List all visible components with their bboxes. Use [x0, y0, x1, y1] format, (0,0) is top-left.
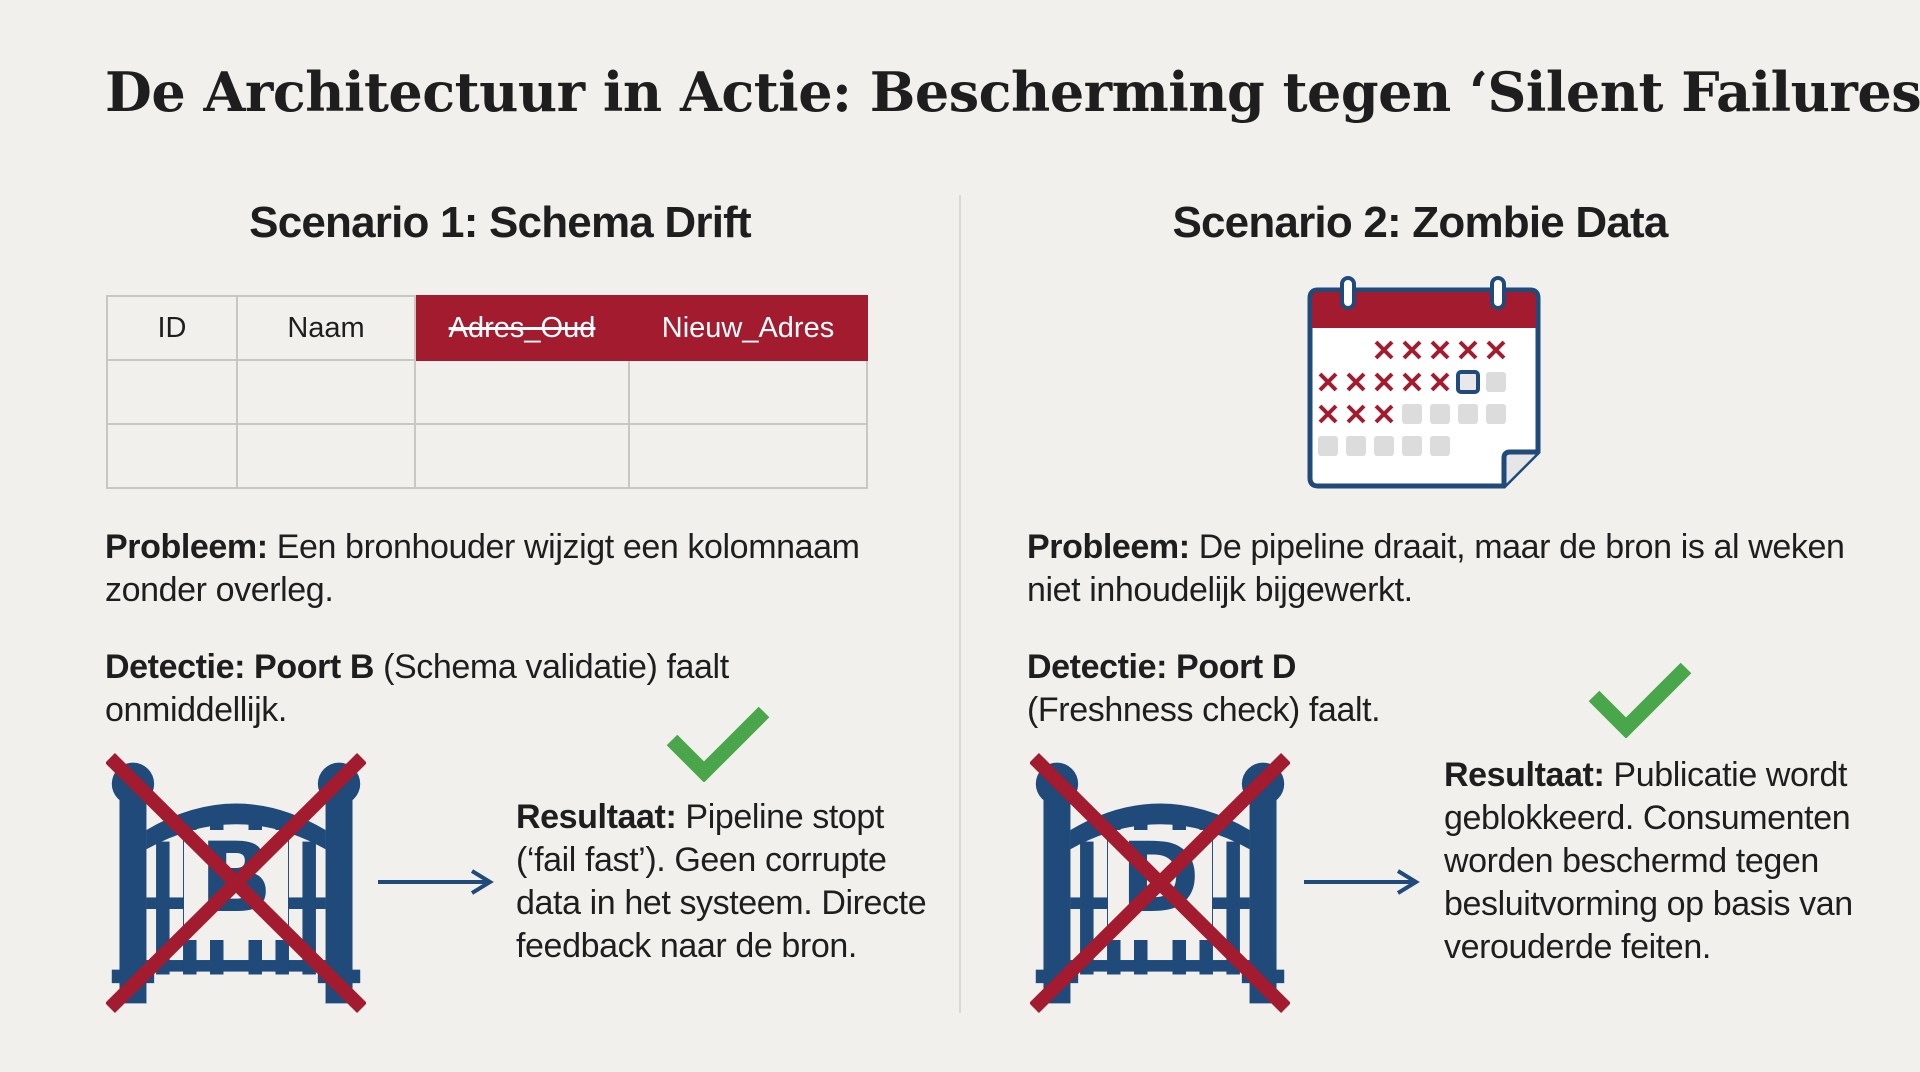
schema-table: ID Naam Adres_Oud Nieuw_Adres — [106, 295, 868, 489]
scenario2-problem-text: De pipeline draait, maar de bron is al w… — [1027, 528, 1845, 609]
arrow-right-icon — [1304, 869, 1420, 895]
table-cell — [236, 359, 416, 425]
column-header-naam: Naam — [236, 295, 416, 361]
calendar-day — [1402, 436, 1422, 456]
table-cell — [628, 423, 868, 489]
column-header-id: ID — [106, 295, 238, 361]
calendar-day — [1486, 404, 1506, 424]
calendar-day — [1318, 436, 1338, 456]
calendar-crossed-day — [1318, 372, 1338, 392]
scenario2-title: Scenario 2: Zombie Data — [1172, 198, 1668, 247]
scenario2-problem: Probleem: De pipeline draait, maar de br… — [1027, 526, 1847, 612]
table-cell — [106, 359, 238, 425]
scenario2-detection-label: Detectie: Poort D — [1027, 648, 1297, 686]
scenario2-result-label: Resultaat: — [1444, 756, 1605, 794]
calendar-crossed-day — [1486, 340, 1506, 360]
checkmark-icon — [1588, 662, 1692, 738]
gate-icon: D — [1030, 752, 1290, 1014]
gate-icon: B — [106, 752, 366, 1014]
calendar-day — [1374, 436, 1394, 456]
calendar-crossed-day — [1374, 372, 1394, 392]
page-title: De Architectuur in Actie: Bescherming te… — [105, 60, 1920, 124]
cross-icon — [106, 753, 366, 1013]
scenario2-problem-label: Probleem: — [1027, 528, 1190, 566]
column-header-adres-oud-label: Adres_Oud — [448, 311, 596, 344]
calendar-crossed-day — [1402, 340, 1422, 360]
scenario1-result-label: Resultaat: — [516, 798, 677, 836]
calendar-day — [1486, 372, 1506, 392]
calendar-crossed-day — [1374, 340, 1394, 360]
scenario1-problem-label: Probleem: — [105, 528, 268, 566]
calendar-day — [1430, 404, 1450, 424]
calendar-current-day — [1456, 370, 1480, 394]
table-cell — [628, 359, 868, 425]
calendar-crossed-day — [1346, 404, 1366, 424]
calendar-day — [1430, 436, 1450, 456]
scenario1-title: Scenario 1: Schema Drift — [249, 198, 751, 247]
calendar-crossed-day — [1346, 372, 1366, 392]
scenario1-detection-label: Detectie: Poort B — [105, 648, 375, 686]
scenario1-problem-text: Een bronhouder wijzigt een kolomnaam zon… — [105, 528, 860, 609]
table-header-row: ID Naam Adres_Oud Nieuw_Adres — [106, 295, 868, 361]
checkmark-icon — [666, 706, 770, 782]
scenario1-result-text: Pipeline stopt (‘fail fast’). Geen corru… — [516, 798, 927, 965]
calendar-crossed-day — [1430, 372, 1450, 392]
calendar-crossed-day — [1374, 404, 1394, 424]
table-cell — [414, 423, 630, 489]
scenario1-problem: Probleem: Een bronhouder wijzigt een kol… — [105, 526, 925, 612]
table-row — [106, 423, 868, 489]
cross-icon — [1030, 753, 1290, 1013]
scenario2-result-text: Publicatie wordt geblokkeerd. Consumente… — [1444, 756, 1853, 966]
calendar-day — [1402, 404, 1422, 424]
scenario1-detection: Detectie: Poort B (Schema validatie) faa… — [105, 646, 845, 732]
calendar-crossed-day — [1430, 340, 1450, 360]
scenario2-detection: Detectie: Poort D (Freshness check) faal… — [1027, 646, 1507, 732]
calendar-crossed-day — [1402, 372, 1422, 392]
calendar-icon — [1307, 276, 1541, 489]
calendar-day — [1346, 436, 1366, 456]
table-cell — [414, 359, 630, 425]
column-header-nieuw-adres: Nieuw_Adres — [628, 295, 868, 361]
table-row — [106, 359, 868, 425]
scenario2-result: Resultaat: Publicatie wordt geblokkeerd.… — [1444, 754, 1904, 969]
calendar-day — [1458, 404, 1478, 424]
arrow-right-icon — [378, 869, 494, 895]
calendar-crossed-day — [1318, 404, 1338, 424]
scenario2-detection-text: (Freshness check) faalt. — [1027, 691, 1381, 729]
table-cell — [106, 423, 238, 489]
scenario1-result: Resultaat: Pipeline stopt (‘fail fast’).… — [516, 796, 936, 968]
table-cell — [236, 423, 416, 489]
column-divider — [959, 195, 961, 1013]
scenario1-detection-text: (Schema validatie) faalt onmiddellijk. — [105, 648, 729, 729]
calendar-crossed-day — [1458, 340, 1478, 360]
column-header-adres-oud: Adres_Oud — [414, 295, 630, 361]
